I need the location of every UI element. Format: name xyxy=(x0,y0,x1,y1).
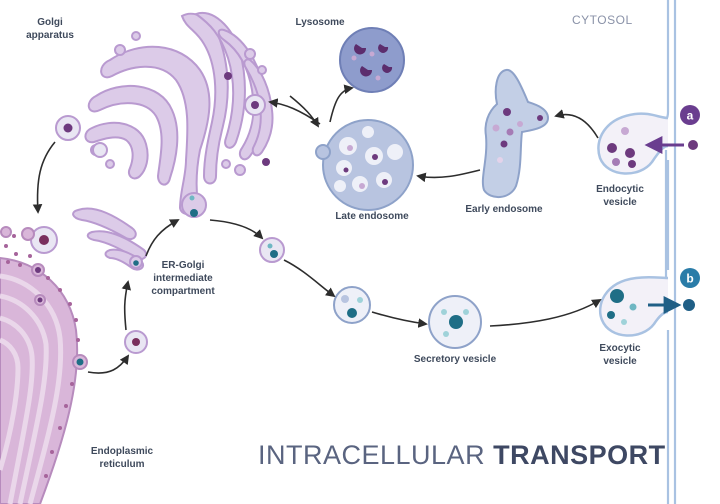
ergic xyxy=(72,207,148,271)
endoplasmic-reticulum xyxy=(0,226,88,504)
badge-a: a xyxy=(680,105,700,125)
early-endosome-label: Early endosome xyxy=(465,204,543,215)
exocytic-vesicle xyxy=(598,275,669,337)
title-part2: TRANSPORT xyxy=(493,440,666,470)
plasma-membrane xyxy=(650,0,677,504)
exocytic-label: Exocytic xyxy=(599,343,641,354)
ergic-label: ER-Golgi xyxy=(162,260,205,271)
diagram-title: INTRACELLULAR TRANSPORT xyxy=(258,440,666,470)
er-label-line2: reticulum xyxy=(99,459,144,470)
released-cargo xyxy=(683,299,695,311)
golgi-label: Golgi xyxy=(37,17,63,28)
golgi-apparatus xyxy=(84,11,274,218)
golgi-label-line2: apparatus xyxy=(26,30,74,41)
secretory-label: Secretory vesicle xyxy=(414,354,497,365)
lysosome xyxy=(339,27,405,93)
svg-text:b: b xyxy=(686,272,693,286)
svg-text:a: a xyxy=(687,109,694,123)
late-endosome xyxy=(315,119,414,211)
early-endosome xyxy=(481,68,550,198)
exocytic-label-line2: vesicle xyxy=(603,356,637,367)
lysosome-label: Lysosome xyxy=(295,17,345,28)
endocytic-label: Endocytic xyxy=(596,184,644,195)
late-endosome-label: Late endosome xyxy=(335,211,409,222)
endocytic-label-line2: vesicle xyxy=(603,197,637,208)
er-label: Endoplasmic xyxy=(91,446,154,457)
incoming-cargo xyxy=(688,140,698,150)
transport-vesicles xyxy=(30,94,482,354)
title-part1: INTRACELLULAR xyxy=(258,440,493,470)
cytosol-label: CYTOSOL xyxy=(572,13,633,27)
ergic-label-line3: compartment xyxy=(151,286,215,297)
endocytic-vesicle xyxy=(597,112,669,175)
badge-b: b xyxy=(680,268,700,288)
flow-arrows xyxy=(32,84,602,374)
ergic-label-line2: intermediate xyxy=(153,273,213,284)
